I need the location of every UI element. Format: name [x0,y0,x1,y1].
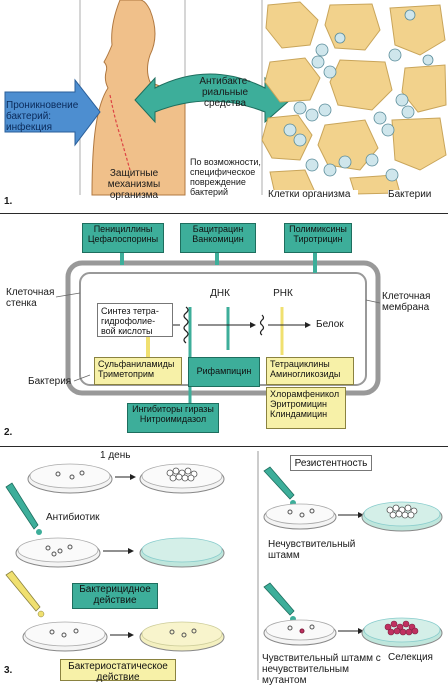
petri-dish-middle-left [15,537,101,568]
petri-dish-resistant-growth [361,501,443,532]
panel-2: Пенициллины Цефалоспорины Бацитрацин Ван… [0,215,448,445]
synthesis-box: Синтез тетра-гидрофолие-вой кислоты [97,303,173,337]
infection-arrow [4,78,101,147]
bacterium-label: Бактерия [28,376,72,387]
bactericidal-box: Бактерицидное действие [72,583,158,609]
panel-1-illustration [4,0,447,196]
resistance-box: Резистентность [290,455,372,471]
cell-wall-label: Клеточная стенка [6,287,55,309]
gyrase-box: Ингибиторы гиразы Нитроимидазол [127,403,219,433]
petri-dish-top-right [139,463,225,494]
pipette-yellow [5,570,41,612]
petri-dish-mutant [263,619,337,646]
panel-3-number: 3. [4,665,13,676]
one-day-label: 1 день [100,450,131,461]
petri-dish-insensitive [263,503,337,530]
body-cells [261,1,447,195]
panel-2-number: 2. [4,427,13,438]
antibacterial-label: Антибакте-риальные средства [199,76,251,109]
tetracyclines-box: Тетрациклины Аминогликозиды [266,357,354,385]
petri-dish-bottom-left [22,621,108,652]
protein-label: Белок [316,319,344,330]
panel-2-diagram [55,253,381,403]
bacteriostatic-box: Бактериостатическое действие [60,659,176,683]
sensitive-mutant-label: Чувствительный штамм с нечувствительным … [262,653,381,686]
panel-3: 1 день Антибиотик Бактерицидное действие… [0,447,448,686]
selection-label: Селекция [388,652,433,663]
pipette-teal-3 [263,582,295,616]
bacteria-dots [283,9,434,182]
antibiotic-label: Антибиотик [46,512,100,523]
dna-label: ДНК [210,288,230,299]
cells-label: Клетки организма [268,190,358,200]
rna-squiggle [259,314,265,336]
rifampicin-box: Рифампицин [188,357,260,387]
penicillins-box: Пенициллины Цефалоспорины [82,223,164,253]
defense-label: Защитные механизмы организма [107,168,161,201]
panel-1: Проникновение бактерий: инфекция Защитны… [0,0,448,215]
sulfonamides-box: Сульфаниламиды Триметоприм [94,357,182,385]
petri-dish-top-left [27,463,113,494]
rna-label: РНК [273,288,293,299]
petri-dish-bottom-right [139,621,225,652]
separator-1 [0,213,448,214]
pipette-teal [5,482,39,530]
infection-label: Проникновение бактерий: инфекция [6,100,79,133]
separator-2 [0,446,448,447]
cell-membrane-label: Клеточная мембрана [382,291,431,313]
dna-squiggle [183,306,189,344]
chloramphenicol-box: Хлорамфеникол Эритромицин Клиндамицин [266,387,346,429]
bacitracin-box: Бацитрацин Ванкомицин [180,223,256,253]
petri-dish-middle-right [139,537,225,568]
pipette-teal-2 [263,466,295,500]
panel-1-number: 1. [4,196,13,207]
bacteria-label: Бактерии [388,190,446,200]
damage-label: По возможности, специфическое повреждени… [190,157,261,197]
insensitive-label: Нечувствительный штамм [268,539,356,561]
defense-line [109,94,131,171]
polymyxins-box: Полимиксины Тиротрицин [284,223,352,253]
panel-3-illustration [5,451,443,680]
petri-dish-selection [361,617,443,648]
